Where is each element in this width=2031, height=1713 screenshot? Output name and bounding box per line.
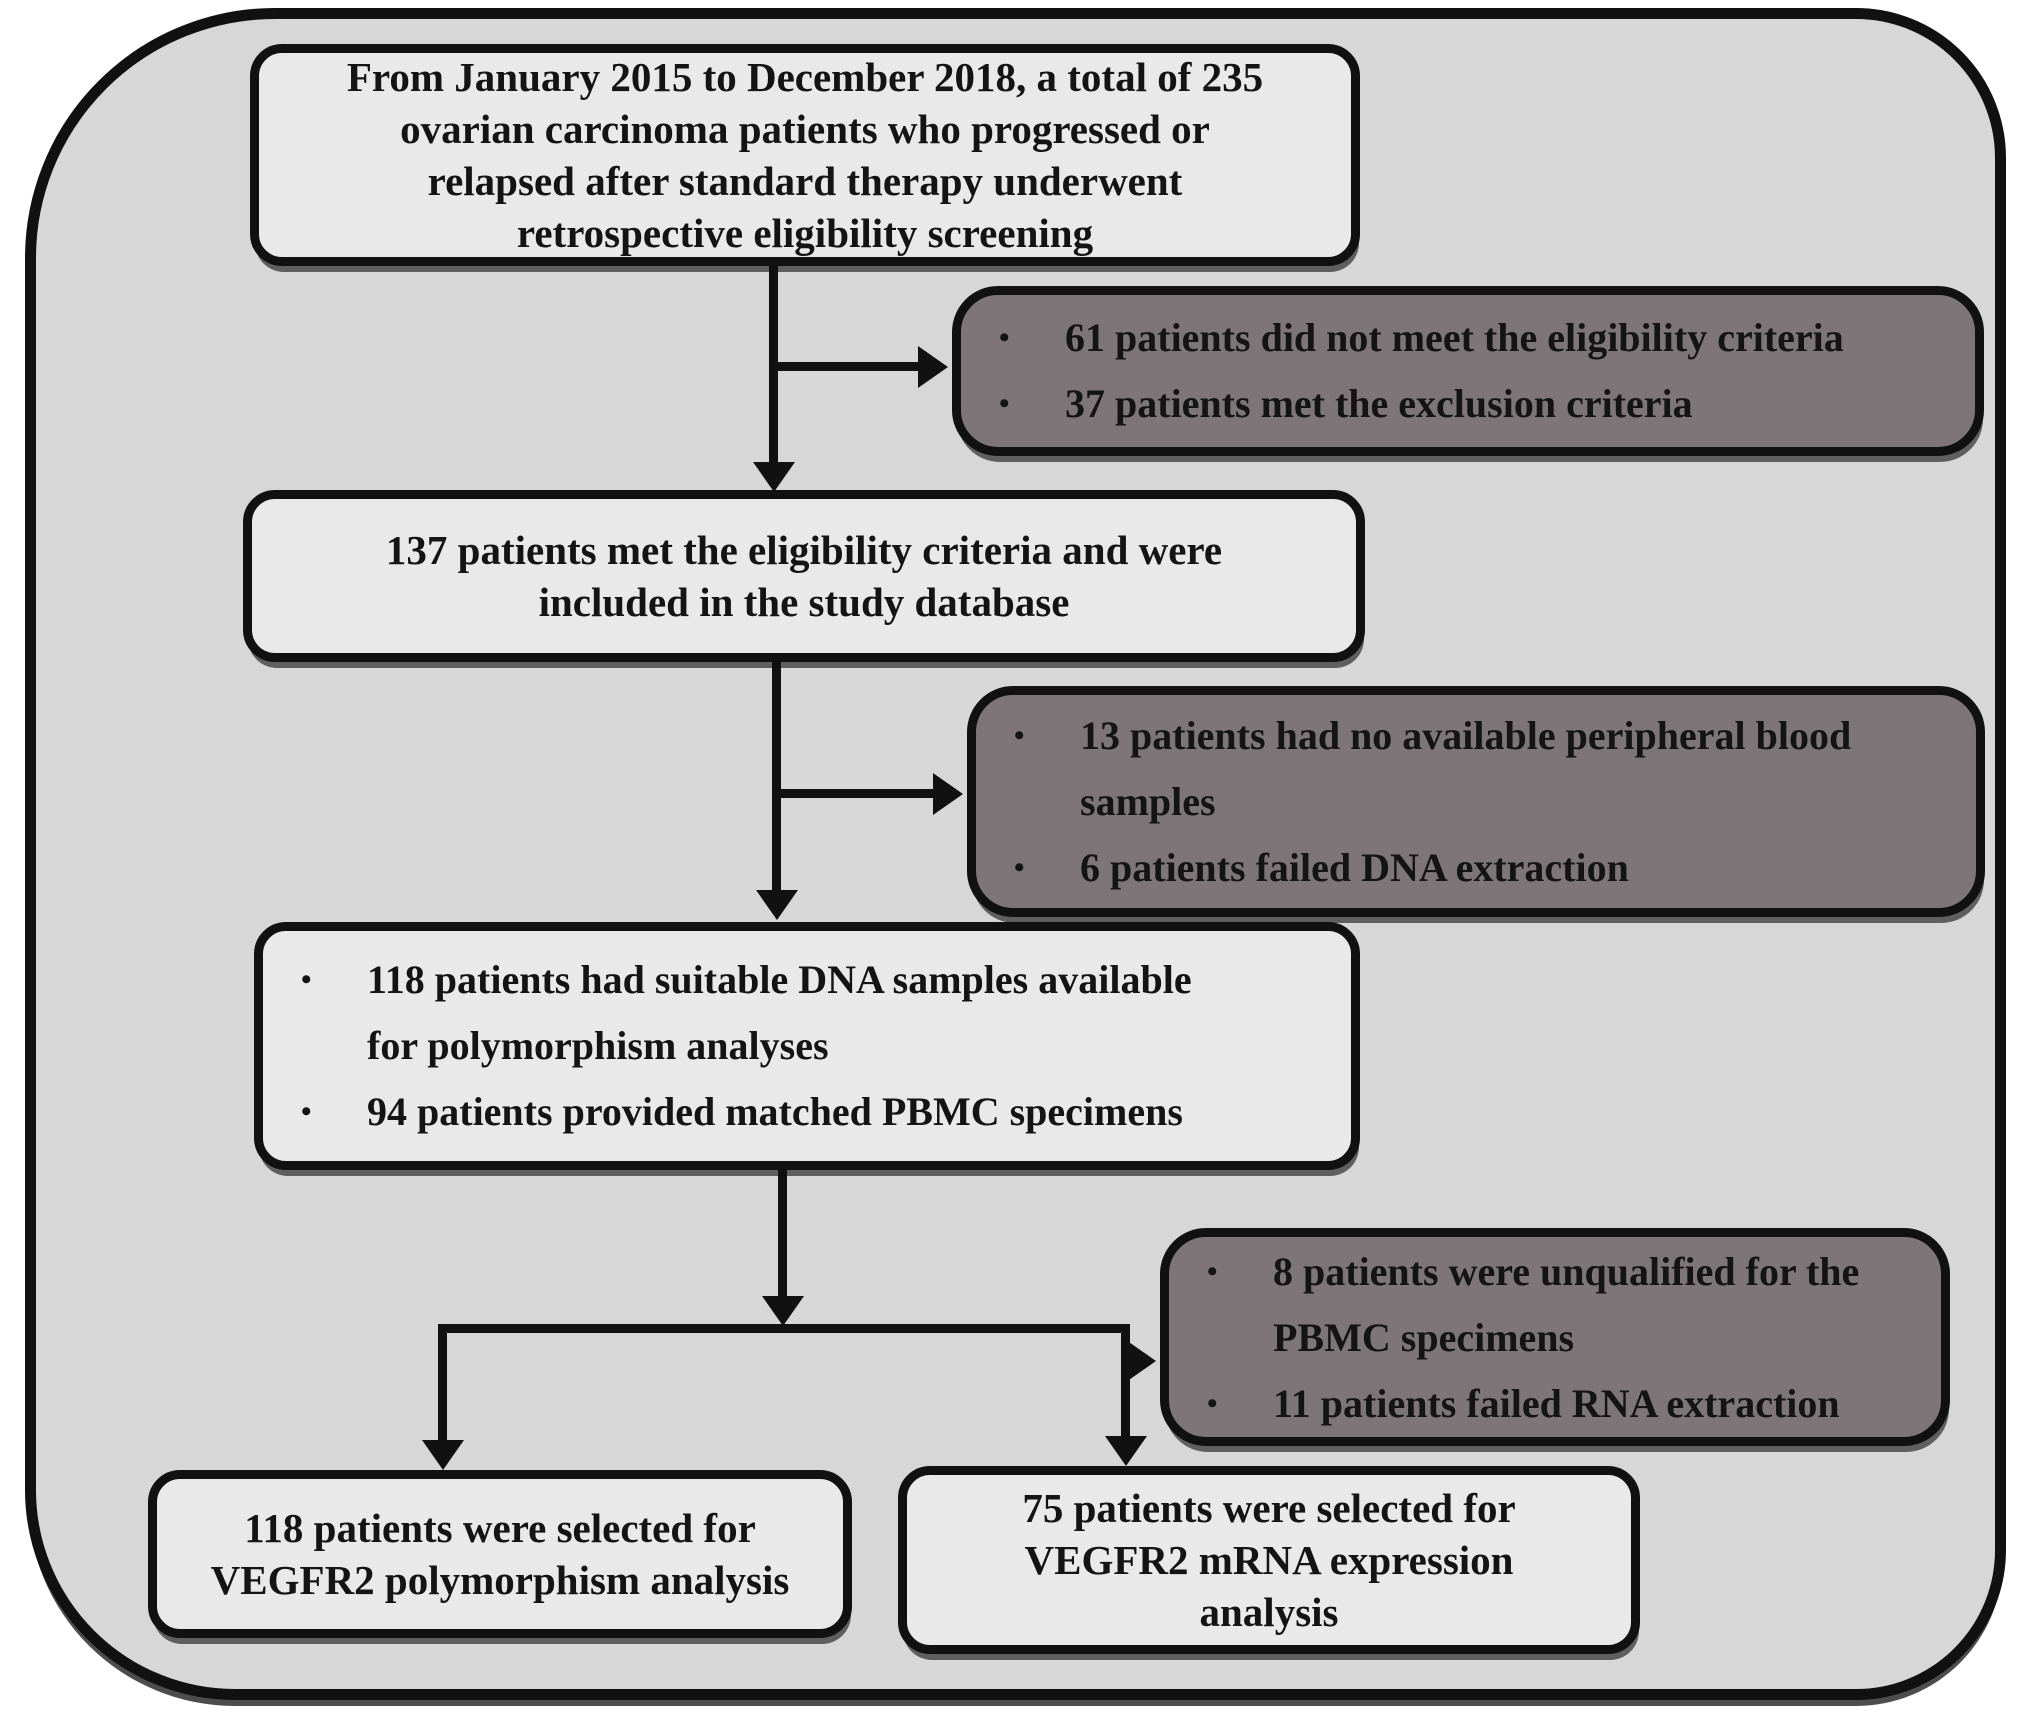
connector-split-horizontal — [438, 1324, 1130, 1333]
arrowhead-down-icon — [422, 1440, 464, 1470]
bullet-text: 8 patients were unqualified for the PBMC… — [1273, 1249, 1860, 1360]
polymorphism-analysis-box-text: 118 patients were selected for VEGFR2 po… — [210, 1505, 790, 1603]
arrowhead-right-icon — [1126, 1340, 1156, 1382]
bullet-text: 61 patients did not meet the eligibility… — [1065, 315, 1844, 360]
arrowhead-down-icon — [756, 890, 798, 920]
connector-split-to-polymorphism — [438, 1328, 447, 1440]
connector-eligible-to-dna-samples — [772, 658, 781, 893]
exclusion-box-1: • 61 patients did not meet the eligibili… — [952, 286, 1984, 456]
bullet-icon: • — [999, 321, 1010, 354]
bullet-item: • 8 patients were unqualified for the PB… — [1169, 1239, 1941, 1371]
bullet-item: • 37 patients met the exclusion criteria — [961, 371, 1975, 437]
arrowhead-right-icon — [918, 346, 948, 388]
arrowhead-down-icon — [753, 462, 795, 492]
screening-box-text: From January 2015 to December 2018, a to… — [346, 54, 1264, 256]
bullet-icon: • — [1207, 1387, 1218, 1420]
bullet-item: • 11 patients failed RNA extraction — [1169, 1371, 1941, 1437]
bullet-text: 13 patients had no available peripheral … — [1080, 713, 1852, 824]
eligible-box-text: 137 patients met the eligibility criteri… — [385, 527, 1223, 625]
connector-split-to-mrna — [1121, 1328, 1130, 1436]
connector-branch-to-exclusion-1 — [773, 362, 923, 371]
mrna-analysis-box-text: 75 patients were selected for VEGFR2 mRN… — [1022, 1485, 1516, 1635]
bullet-icon: • — [1014, 719, 1025, 752]
bullet-item: • 61 patients did not meet the eligibili… — [961, 305, 1975, 371]
connector-branch-to-exclusion-2 — [776, 789, 936, 798]
bullet-icon: • — [999, 387, 1010, 420]
bullet-text: 118 patients had suitable DNA samples av… — [367, 957, 1192, 1068]
bullet-text: 6 patients failed DNA extraction — [1080, 845, 1629, 890]
bullet-item: • 118 patients had suitable DNA samples … — [263, 947, 1351, 1079]
arrowhead-down-icon — [762, 1296, 804, 1326]
bullet-item: • 94 patients provided matched PBMC spec… — [263, 1079, 1351, 1145]
bullet-text: 11 patients failed RNA extraction — [1273, 1381, 1840, 1426]
bullet-icon: • — [301, 1095, 312, 1128]
bullet-item: • 13 patients had no available periphera… — [976, 703, 1976, 835]
exclusion-box-3: • 8 patients were unqualified for the PB… — [1160, 1228, 1950, 1446]
bullet-icon: • — [1207, 1255, 1218, 1288]
polymorphism-analysis-box: 118 patients were selected for VEGFR2 po… — [148, 1470, 852, 1638]
arrowhead-right-icon — [933, 773, 963, 815]
bullet-icon: • — [1014, 851, 1025, 884]
connector-dna-samples-to-split — [778, 1166, 787, 1301]
arrowhead-down-icon — [1105, 1436, 1147, 1466]
dna-samples-box: • 118 patients had suitable DNA samples … — [254, 922, 1360, 1170]
bullet-text: 94 patients provided matched PBMC specim… — [367, 1089, 1183, 1134]
bullet-text: 37 patients met the exclusion criteria — [1065, 381, 1693, 426]
bullet-item: • 6 patients failed DNA extraction — [976, 835, 1976, 901]
exclusion-box-2: • 13 patients had no available periphera… — [967, 686, 1985, 917]
bullet-icon: • — [301, 963, 312, 996]
eligible-box: 137 patients met the eligibility criteri… — [243, 490, 1365, 662]
screening-box: From January 2015 to December 2018, a to… — [250, 44, 1360, 266]
mrna-analysis-box: 75 patients were selected for VEGFR2 mRN… — [898, 1466, 1640, 1654]
